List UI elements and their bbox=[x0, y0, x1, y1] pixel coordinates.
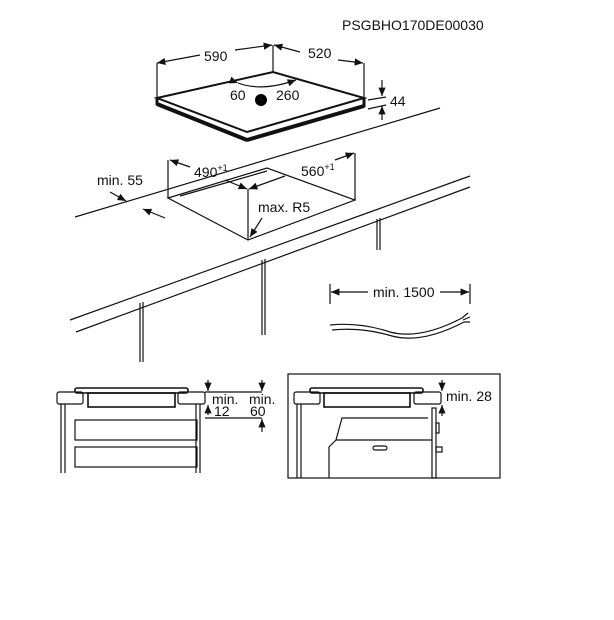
drawing-code: PSGBHO170DE00030 bbox=[342, 17, 484, 33]
min-front-distance-label: min. 55 bbox=[97, 172, 143, 188]
min-60-label-value: 60 bbox=[250, 403, 266, 419]
hob-perspective bbox=[153, 70, 368, 142]
cable-length-label: min. 1500 bbox=[373, 284, 435, 300]
section-oven bbox=[287, 373, 501, 479]
hob-width-label: 590 bbox=[204, 48, 228, 64]
min-28-label: min. 28 bbox=[446, 388, 492, 404]
corner-radius-label: max. R5 bbox=[258, 199, 310, 215]
section-drawers bbox=[56, 387, 206, 473]
cutout-depth-label: 560+1 bbox=[301, 162, 335, 179]
hob-height-label: 44 bbox=[390, 93, 406, 109]
min-60-label-top: min. bbox=[249, 391, 275, 407]
power-cable bbox=[329, 317, 463, 335]
min-12-label-value: 12 bbox=[214, 403, 230, 419]
connection-right-label: 260 bbox=[276, 87, 300, 103]
connection-left-label: 60 bbox=[230, 87, 246, 103]
cutout-width-label: 490+1 bbox=[194, 163, 228, 180]
min-12-label-top: min. bbox=[212, 391, 238, 407]
hob-depth-label: 520 bbox=[308, 45, 332, 61]
